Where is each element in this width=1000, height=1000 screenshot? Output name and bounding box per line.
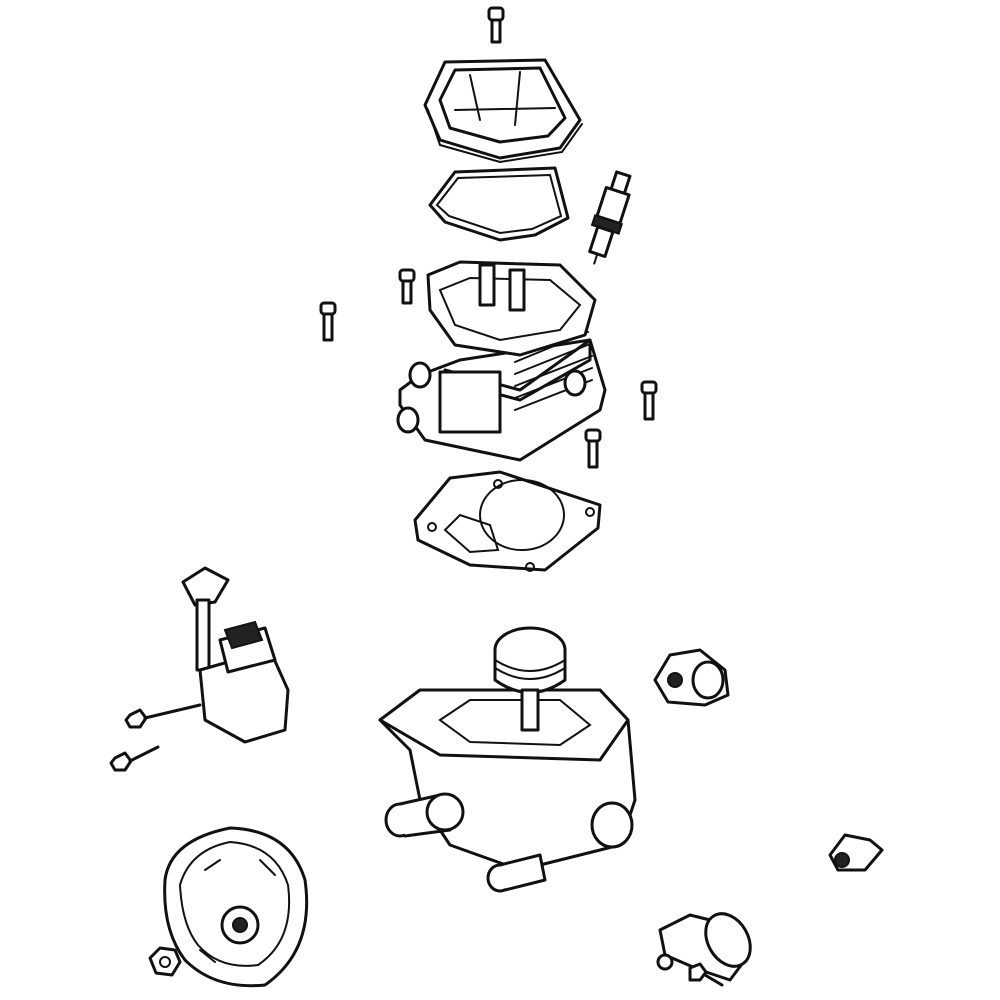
coil-bolt-1 [124,703,202,729]
cover-gasket [428,166,570,242]
screw-cylinder-1 [398,268,416,305]
screw-cylinder-4 [584,428,602,469]
fitting-upper [653,648,730,707]
cylinder-head [396,260,607,462]
ignition-coil [181,566,290,744]
valve-cover [423,58,583,164]
flywheel-nut [148,946,182,977]
spark-plug [588,170,632,265]
fitting-small [828,833,884,872]
screw-cylinder-3 [640,380,658,421]
coil-bolt-2 [109,745,160,772]
crankcase [378,626,637,893]
base-gasket [413,470,602,572]
screw-cylinder-2 [319,301,337,342]
screw-top [487,6,505,44]
flywheel [163,826,309,988]
intake-elbow [656,912,752,987]
